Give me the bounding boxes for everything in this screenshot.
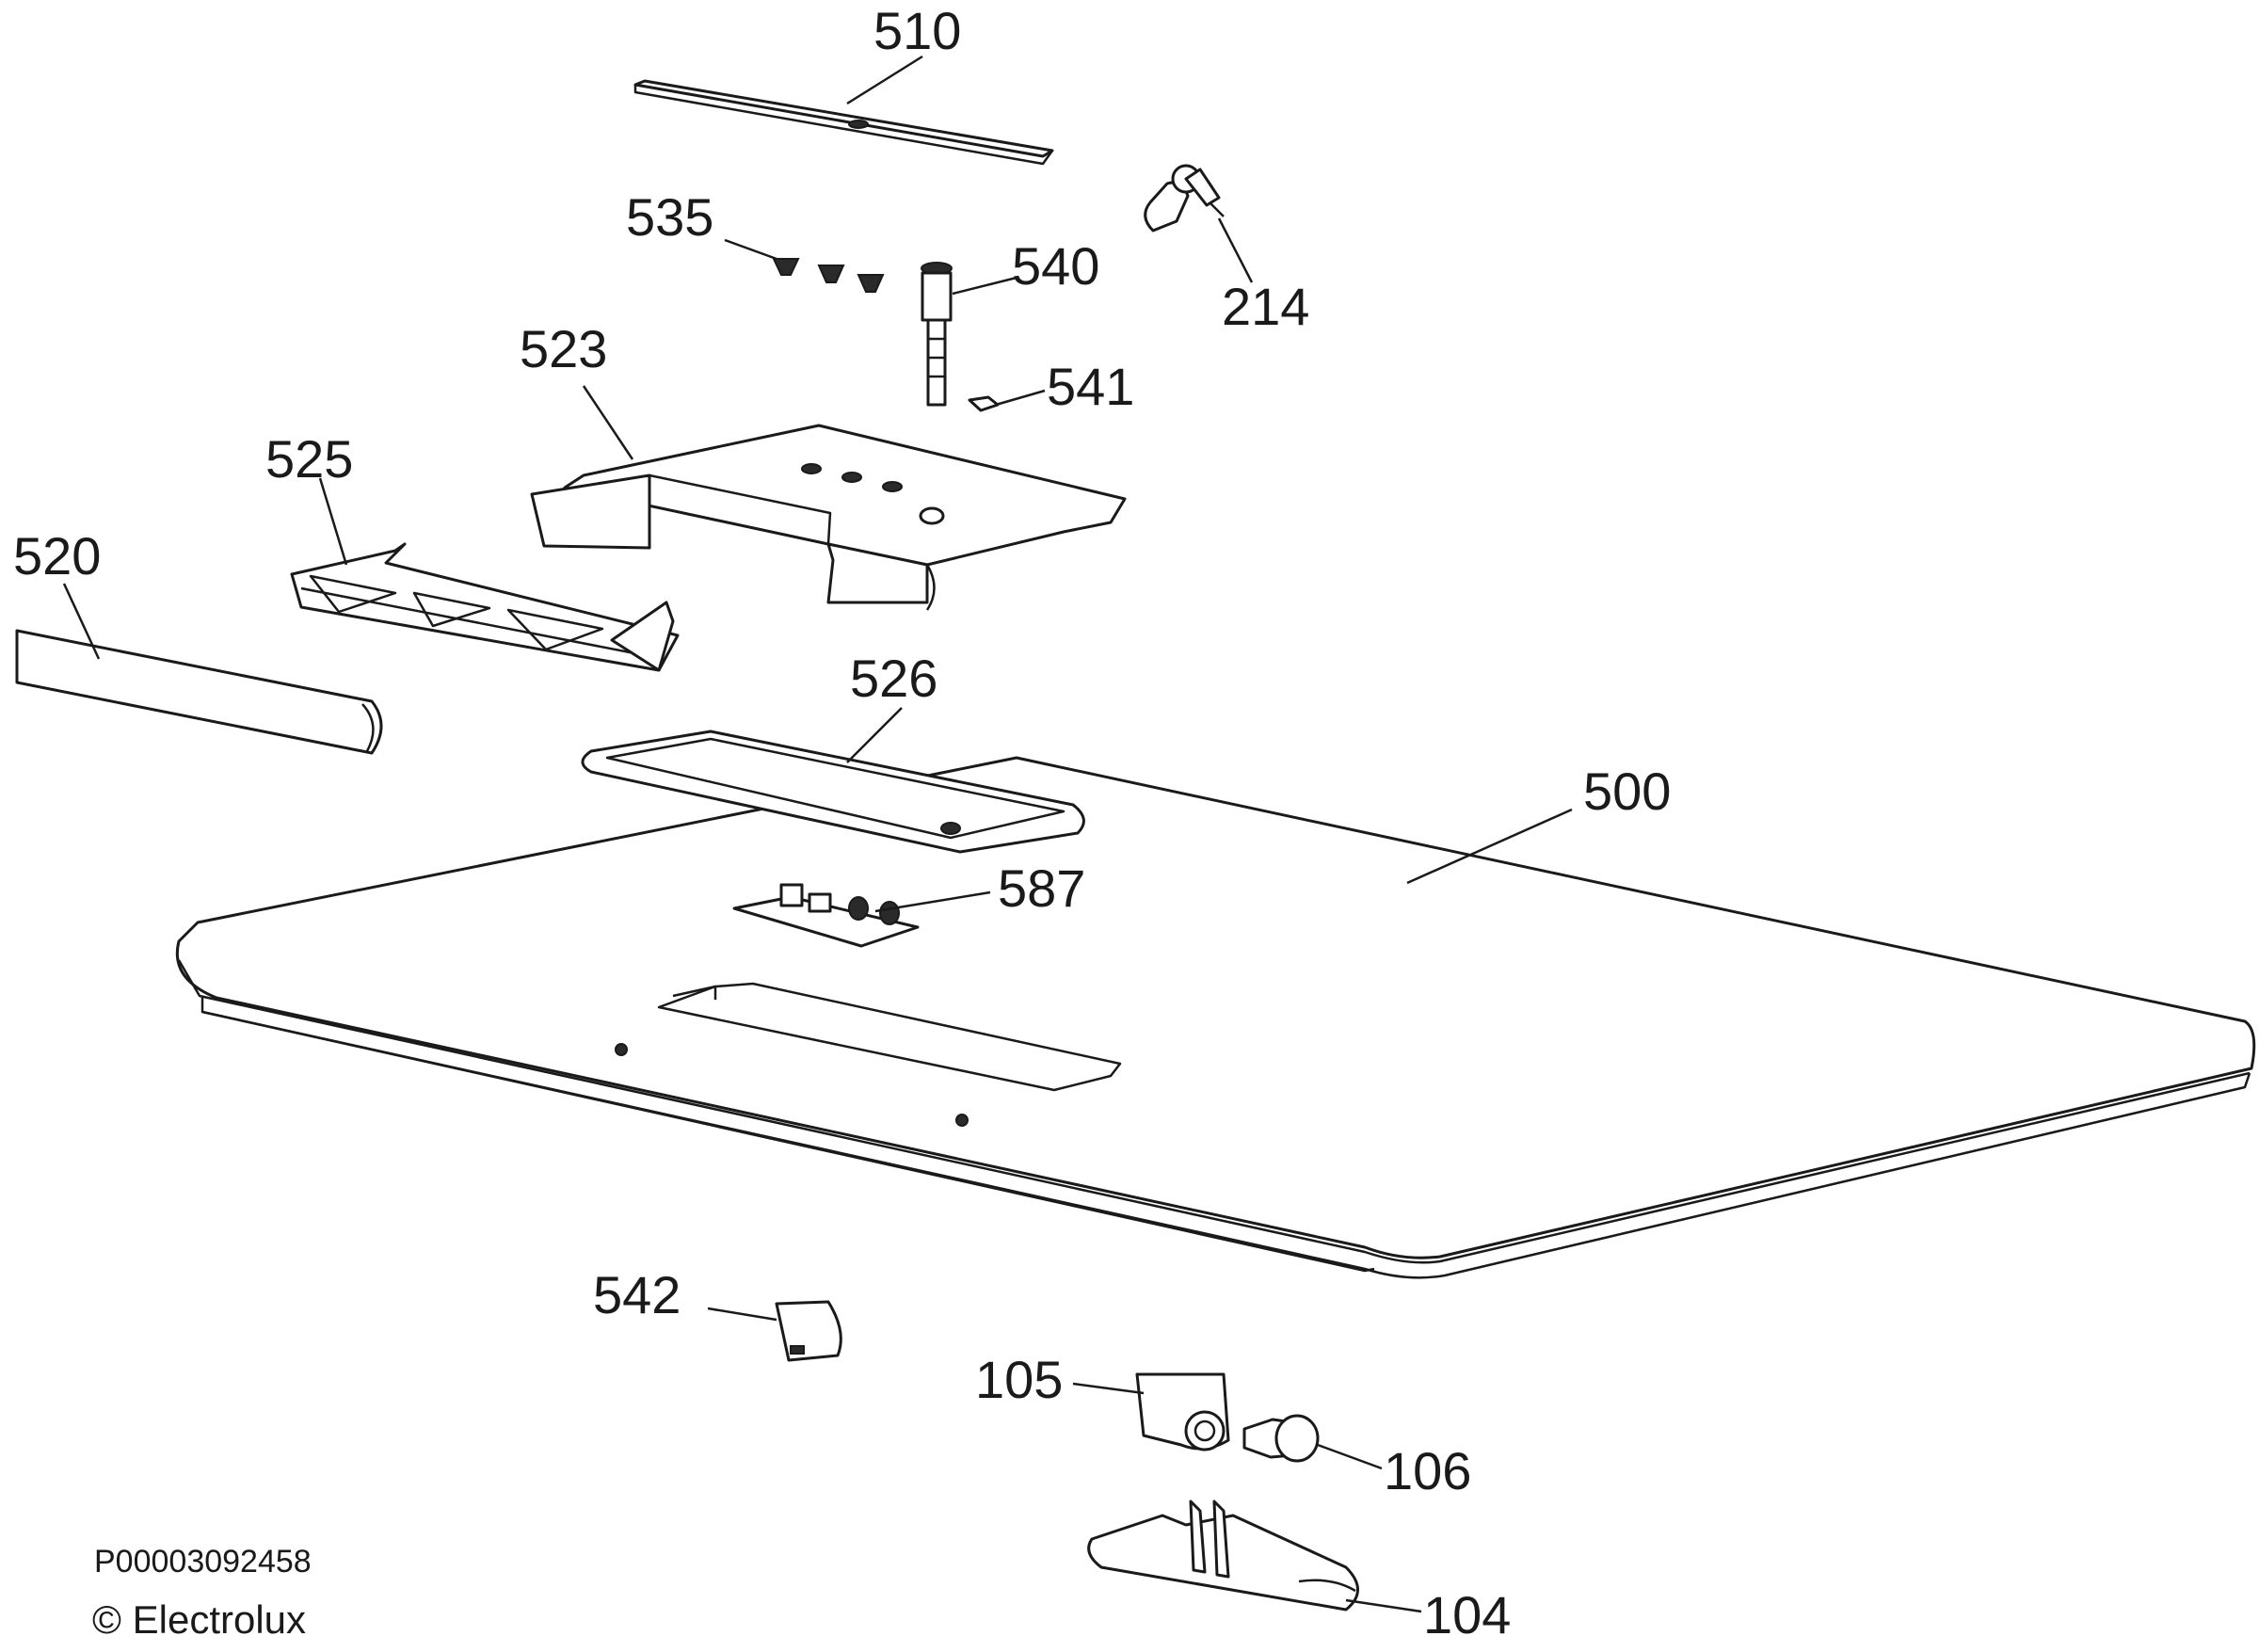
callout-510: 510 [873,1,961,60]
callout-105: 105 [975,1350,1063,1409]
drawing-id: P00003092458 [94,1544,312,1580]
part-520-trim-strip[interactable] [15,629,383,755]
part-523-panel-housing[interactable] [530,424,1127,611]
callout-214: 214 [1222,277,1309,336]
part-105-hinge-bracket[interactable] [1135,1372,1230,1452]
callout-523: 523 [520,319,607,378]
callout-labels: 510 214 535 540 523 541 525 520 526 500 … [13,1,1671,1644]
callout-525: 525 [265,429,353,489]
part-541-clip[interactable] [968,395,1000,412]
callout-540: 540 [1012,236,1099,296]
callout-500: 500 [1583,762,1671,821]
part-542-end-cap[interactable] [775,1300,842,1362]
part-526-gasket[interactable] [581,730,1085,854]
part-214-key[interactable] [1144,164,1225,233]
part-540-lock-cylinder[interactable] [921,262,953,407]
part-525-frame-rail[interactable] [290,542,680,672]
part-104-end-cover[interactable] [1087,1500,1359,1612]
callout-587: 587 [998,858,1085,918]
diagram-footer: P00003092458 © Electrolux [92,1544,312,1642]
callout-104: 104 [1423,1585,1511,1644]
part-510-cover-plate[interactable] [633,79,1054,166]
part-535-screws[interactable] [772,258,885,293]
callout-542: 542 [593,1265,681,1324]
callout-541: 541 [1047,357,1134,416]
callout-520: 520 [13,526,101,585]
leader-lines [62,55,1573,1613]
callout-526: 526 [850,649,937,708]
part-500-top-panel[interactable] [175,756,2256,1279]
callout-535: 535 [626,187,713,247]
callout-106: 106 [1384,1441,1471,1500]
part-106-pin[interactable] [1242,1414,1320,1463]
part-587-electronic-board[interactable] [732,883,920,948]
copyright-text: © Electrolux [92,1597,306,1642]
